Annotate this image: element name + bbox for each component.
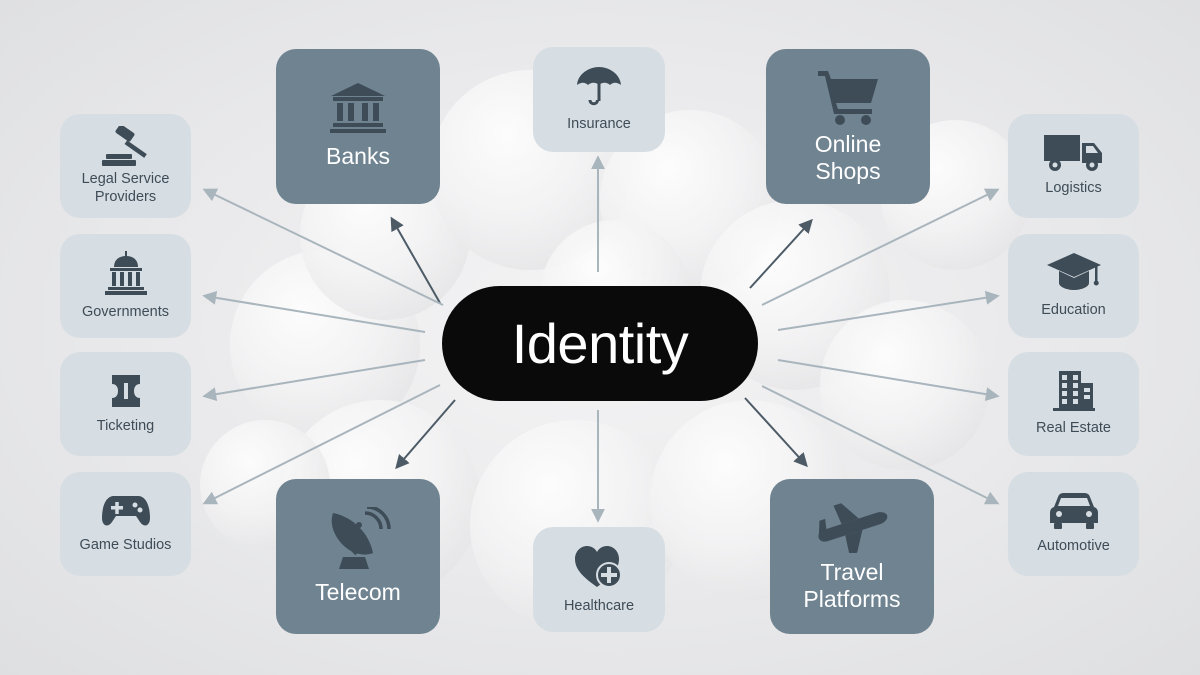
gavel-icon xyxy=(101,126,150,166)
arrow-banks xyxy=(390,216,441,304)
umbrella-icon xyxy=(576,66,622,107)
healthcare-label: Healthcare xyxy=(563,597,635,614)
governments-label: Governments xyxy=(81,304,170,320)
identity-label: Identity xyxy=(511,312,689,375)
node-ticketing: Ticketing xyxy=(60,352,191,456)
satellite-dish-icon xyxy=(325,507,391,569)
node-logistics: Logistics xyxy=(1008,114,1139,218)
shopping-cart-icon xyxy=(816,69,880,125)
travel-platforms-label: Travel Platforms xyxy=(803,558,901,612)
airplane-icon xyxy=(813,501,891,553)
node-banks: Banks xyxy=(276,49,440,204)
node-automotive: Automotive xyxy=(1008,472,1139,576)
legal-service-providers-label: Legal Service Providers xyxy=(81,171,170,205)
truck-icon xyxy=(1043,135,1104,171)
insurance-label: Insurance xyxy=(567,115,631,132)
building-icon xyxy=(1052,371,1095,411)
arrow-ticketing xyxy=(202,359,426,402)
arrow-game-studios xyxy=(202,384,441,505)
node-healthcare: Healthcare xyxy=(533,527,665,632)
arrow-education xyxy=(777,290,1000,331)
banks-label: Banks xyxy=(326,143,390,169)
node-real-estate: Real Estate xyxy=(1008,352,1139,456)
arrow-telecom xyxy=(395,399,456,470)
ticketing-label: Ticketing xyxy=(96,418,155,434)
node-education: Education xyxy=(1008,234,1139,338)
automotive-label: Automotive xyxy=(1037,538,1110,554)
arrow-logistics xyxy=(761,188,1000,306)
node-legal-service-providers: Legal Service Providers xyxy=(60,114,191,218)
arrow-real-estate xyxy=(777,359,1000,402)
game-studios-label: Game Studios xyxy=(79,537,172,553)
arrow-travel-platforms xyxy=(744,397,808,468)
node-game-studios: Game Studios xyxy=(60,472,191,576)
telecom-label: Telecom xyxy=(315,579,401,605)
node-insurance: Insurance xyxy=(533,47,665,152)
identity-hub: Identity xyxy=(442,286,758,401)
node-travel-platforms: Travel Platforms xyxy=(770,479,934,634)
arrow-automotive xyxy=(761,385,1000,505)
arrow-governments xyxy=(202,290,426,333)
node-governments: Governments xyxy=(60,234,191,338)
capitol-icon xyxy=(104,251,148,295)
ticket-icon xyxy=(108,373,144,409)
node-online-shops: Online Shops xyxy=(766,49,930,204)
node-telecom: Telecom xyxy=(276,479,440,634)
car-icon xyxy=(1049,493,1098,529)
arrow-online-shops xyxy=(749,218,813,289)
gamepad-icon xyxy=(101,494,150,528)
graduation-cap-icon xyxy=(1046,253,1101,293)
logistics-label: Logistics xyxy=(1045,180,1102,196)
heart-plus-icon xyxy=(574,545,624,589)
bank-icon xyxy=(329,83,387,133)
arrow-legal-service-providers xyxy=(202,188,444,306)
real-estate-label: Real Estate xyxy=(1036,420,1111,436)
online-shops-label: Online Shops xyxy=(814,130,882,184)
education-label: Education xyxy=(1041,302,1106,318)
